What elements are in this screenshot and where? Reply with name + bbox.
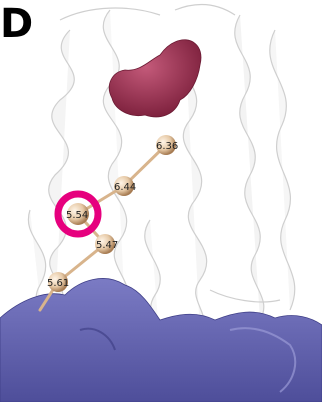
- ligand-density: [109, 40, 201, 117]
- label-5-61: 5.61: [47, 278, 69, 289]
- label-5-47: 5.47: [96, 240, 118, 251]
- label-6-36: 6.36: [156, 141, 178, 152]
- label-6-44: 6.44: [114, 182, 136, 193]
- label-5-54: 5.54: [66, 210, 88, 221]
